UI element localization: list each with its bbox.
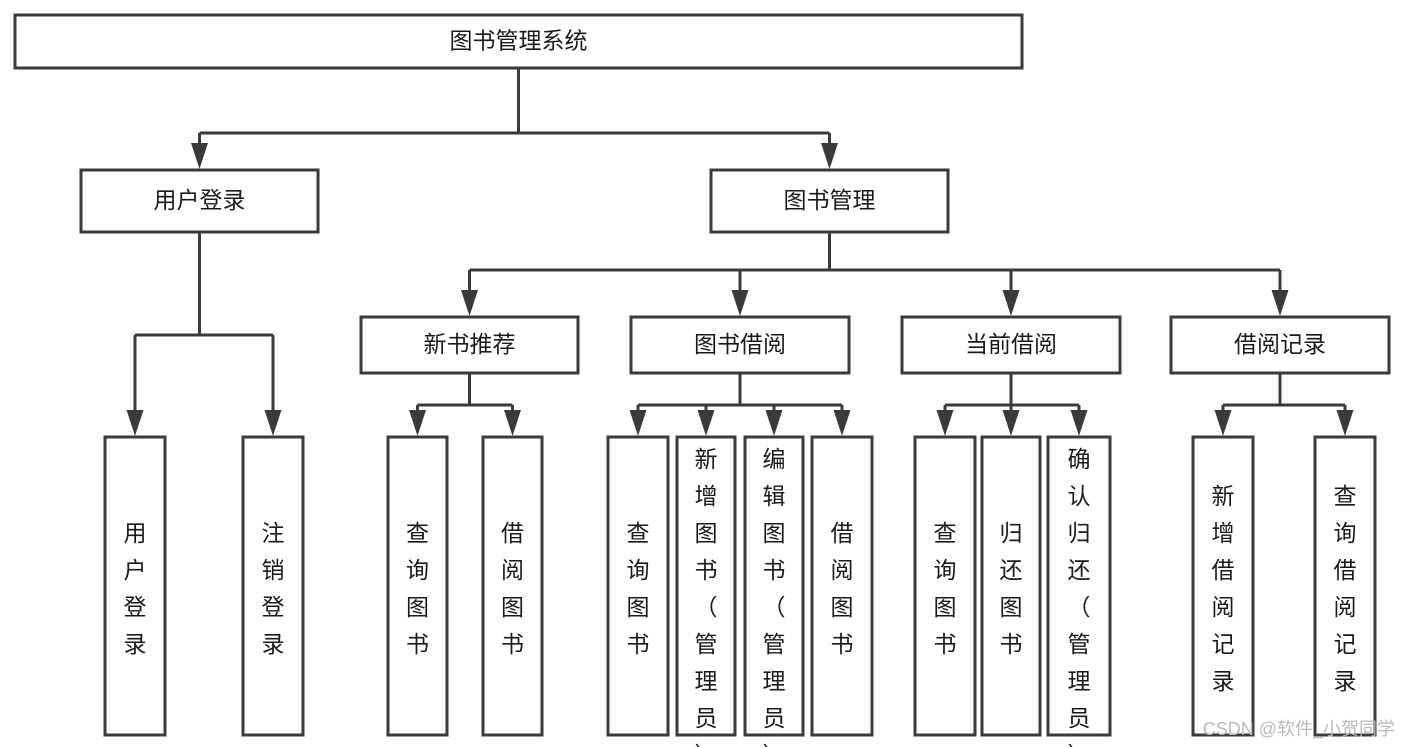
- node-label: 用户登录: [124, 520, 147, 657]
- node-leaf-query-book-rec[interactable]: 查询图书: [386, 435, 449, 737]
- node-leaf-borrow-book-rec[interactable]: 借阅图书: [481, 435, 544, 737]
- node-label: 归还图书: [1000, 520, 1023, 657]
- node-label: 新增图书（管理员）: [695, 446, 718, 747]
- arrow-head-icon: [1002, 290, 1020, 316]
- node-new-book-rec[interactable]: 新书推荐: [359, 315, 580, 375]
- node-leaf-return-book[interactable]: 归还图书: [980, 435, 1042, 737]
- node-leaf-borrow-book[interactable]: 借阅图书: [810, 435, 874, 737]
- node-label: 借阅记录: [1234, 331, 1326, 357]
- node-box[interactable]: [241, 435, 305, 737]
- node-label: 编辑图书（管理员）: [763, 446, 786, 747]
- node-leaf-query-book-borrow[interactable]: 查询图书: [606, 435, 670, 737]
- node-label: 借阅图书: [501, 520, 524, 657]
- node-box[interactable]: [481, 435, 544, 737]
- node-leaf-user-login[interactable]: 用户登录: [103, 435, 167, 737]
- node-box[interactable]: [675, 435, 737, 737]
- node-box[interactable]: [359, 315, 580, 375]
- edge-group-book-manage: [461, 232, 1289, 316]
- node-leaf-query-book-current[interactable]: 查询图书: [913, 435, 977, 737]
- arrow-head-icon: [1070, 410, 1088, 436]
- node-leaf-confirm-return[interactable]: 确认归还（管理员）: [1046, 435, 1112, 747]
- node-box[interactable]: [386, 435, 449, 737]
- edge-group-current-borrow: [936, 373, 1088, 436]
- node-borrow-record[interactable]: 借阅记录: [1169, 315, 1391, 375]
- edge-group-root: [191, 68, 838, 169]
- node-label: 确认归还（管理员）: [1068, 446, 1091, 747]
- node-box[interactable]: [743, 435, 805, 737]
- arrow-head-icon: [833, 410, 851, 436]
- node-label: 图书借阅: [694, 331, 786, 357]
- arrow-head-icon: [504, 410, 521, 436]
- edge-group-book-borrow: [629, 373, 851, 436]
- node-current-borrow[interactable]: 当前借阅: [900, 315, 1122, 375]
- node-box[interactable]: [810, 435, 874, 737]
- node-label: 查询借阅记录: [1334, 483, 1357, 694]
- arrow-head-icon: [629, 410, 647, 436]
- node-box[interactable]: [913, 435, 977, 737]
- node-layer: 图书管理系统用户登录图书管理新书推荐图书借阅当前借阅借阅记录用户登录注销登录查询…: [13, 13, 1391, 747]
- node-box[interactable]: [1191, 435, 1255, 737]
- arrow-head-icon: [1271, 290, 1289, 316]
- node-label: 注销登录: [262, 520, 285, 657]
- arrow-head-icon: [1214, 410, 1232, 436]
- node-leaf-query-record[interactable]: 查询借阅记录: [1313, 435, 1377, 737]
- arrow-head-icon: [1336, 410, 1354, 436]
- node-leaf-edit-book[interactable]: 编辑图书（管理员）: [743, 435, 805, 747]
- arrow-head-icon: [264, 410, 282, 436]
- node-box[interactable]: [79, 168, 320, 234]
- node-book-manage[interactable]: 图书管理: [709, 168, 950, 234]
- node-leaf-logout[interactable]: 注销登录: [241, 435, 305, 737]
- node-label: 查询图书: [934, 520, 957, 657]
- node-leaf-add-record[interactable]: 新增借阅记录: [1191, 435, 1255, 737]
- node-label: 新书推荐: [424, 331, 516, 357]
- node-box[interactable]: [709, 168, 950, 234]
- node-leaf-add-book[interactable]: 新增图书（管理员）: [675, 435, 737, 747]
- arrow-head-icon: [409, 410, 426, 436]
- arrow-head-icon: [1002, 410, 1020, 436]
- arrow-head-icon: [731, 290, 749, 316]
- edge-group-user-login: [126, 232, 282, 436]
- arrow-head-icon: [821, 143, 838, 169]
- arrow-head-icon: [191, 143, 208, 169]
- arrow-head-icon: [126, 410, 144, 436]
- node-root[interactable]: 图书管理系统: [13, 13, 1024, 70]
- node-box[interactable]: [1313, 435, 1377, 737]
- node-label: 用户登录: [154, 187, 246, 213]
- node-box[interactable]: [1169, 315, 1391, 375]
- node-box[interactable]: [629, 315, 851, 375]
- connector-layer: [126, 68, 1354, 436]
- node-box[interactable]: [103, 435, 167, 737]
- node-label: 新增借阅记录: [1212, 483, 1235, 694]
- node-user-login[interactable]: 用户登录: [79, 168, 320, 234]
- node-box[interactable]: [606, 435, 670, 737]
- edge-group-borrow-record: [1214, 373, 1354, 436]
- arrow-head-icon: [697, 410, 715, 436]
- edge-group-new-book-rec: [409, 373, 521, 436]
- node-box[interactable]: [13, 13, 1024, 70]
- node-label: 当前借阅: [965, 331, 1057, 357]
- node-label: 查询图书: [627, 520, 650, 657]
- arrow-head-icon: [461, 290, 478, 316]
- node-label: 借阅图书: [831, 520, 854, 657]
- node-label: 图书管理系统: [450, 28, 588, 54]
- node-label: 图书管理: [784, 187, 876, 213]
- arrow-head-icon: [936, 410, 954, 436]
- node-label: 查询图书: [406, 520, 429, 657]
- node-box[interactable]: [1046, 435, 1112, 737]
- watermark-label: CSDN @软件_小贺同学: [1202, 719, 1395, 739]
- node-box[interactable]: [980, 435, 1042, 737]
- arrow-head-icon: [765, 410, 783, 436]
- node-box[interactable]: [900, 315, 1122, 375]
- node-book-borrow[interactable]: 图书借阅: [629, 315, 851, 375]
